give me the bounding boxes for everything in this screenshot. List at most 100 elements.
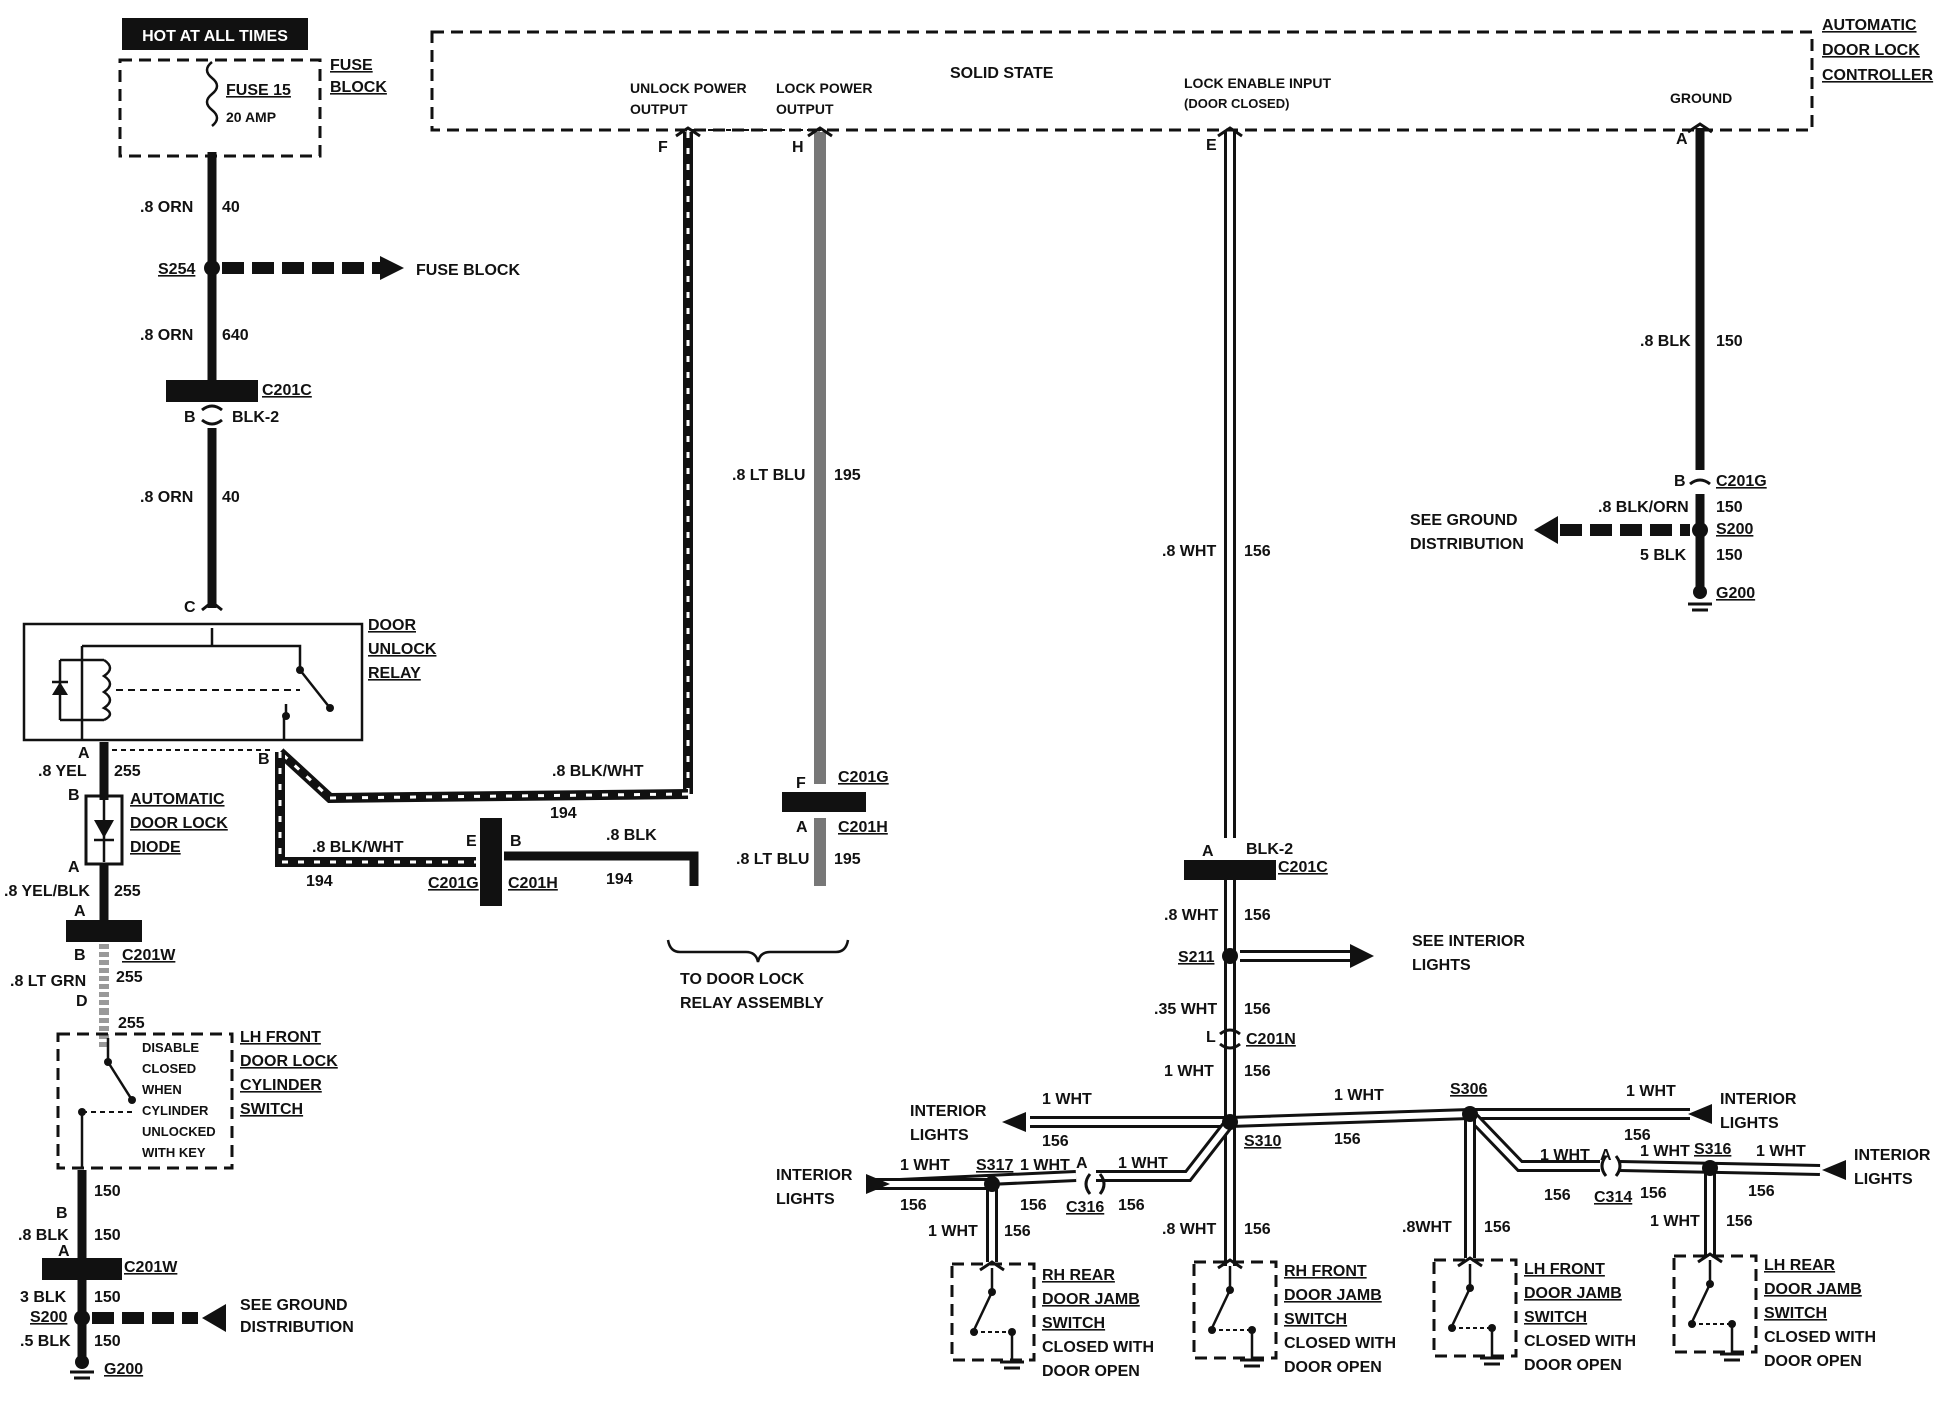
rh-rear-door-jamb-switch — [950, 1260, 1036, 1370]
branch-wire-label-f: 1 WHT — [900, 1157, 950, 1174]
lh-rear-label-4: CLOSED WITH — [1764, 1329, 1876, 1346]
rh-rear-label-3: SWITCH — [1042, 1315, 1105, 1332]
s310-label: S310 — [1244, 1133, 1281, 1150]
wire-stripe — [278, 750, 689, 800]
arrow-left-icon — [202, 1304, 226, 1332]
diode-label-2: DOOR LOCK — [130, 815, 228, 832]
pin-symbol — [1219, 1028, 1241, 1050]
door-wire-num-3: 156 — [1244, 1001, 1271, 1018]
c201c-right-blk2: BLK-2 — [1246, 841, 1293, 858]
door-wire-label-2: .8 WHT — [1164, 907, 1218, 924]
pin-symbol — [1687, 122, 1713, 134]
branch-wire-label-e: 1 WHT — [1020, 1157, 1070, 1174]
lh-rear-label-5: DOOR OPEN — [1764, 1353, 1862, 1370]
s254-label: S254 — [158, 261, 195, 278]
drop-wire-num-lh-rear: 156 — [1726, 1213, 1753, 1230]
branch-wire-label-b: 1 WHT — [1334, 1087, 1384, 1104]
c316-pin-a: A — [1076, 1155, 1088, 1172]
c201g-right-pin-b: B — [1674, 473, 1686, 490]
drop-wire-label-rh-front: .8 WHT — [1162, 1221, 1216, 1238]
lh-rear-door-jamb-switch — [1672, 1252, 1758, 1362]
wire-lt-blu-label-2: .8 LT BLU — [736, 851, 809, 868]
interior-lights-d-1: INTERIOR — [1854, 1147, 1931, 1164]
wire-lt-blu-num-1: 195 — [834, 467, 861, 484]
ground-wire-label-1: .8 BLK — [1640, 333, 1691, 350]
arrow-left-icon — [1002, 1112, 1026, 1132]
to-door-lock-relay-2: RELAY ASSEMBLY — [680, 995, 824, 1012]
arrow-right-icon — [866, 1174, 890, 1194]
lock-enable-label-2: (DOOR CLOSED) — [1184, 96, 1289, 111]
c201c-right-label: C201C — [1278, 859, 1328, 876]
interior-lights-b-2: LIGHTS — [1720, 1115, 1779, 1132]
c201h-lower-label: C201H — [838, 819, 888, 836]
wire-3blk-label: 3 BLK — [20, 1289, 67, 1306]
fuse-15-label: FUSE 15 — [226, 82, 291, 99]
lh-rear-label-1: LH REAR — [1764, 1257, 1836, 1274]
interior-lights-d-2: LIGHTS — [1854, 1171, 1913, 1188]
ground-pin-label: GROUND — [1670, 90, 1732, 106]
rh-front-label-2: DOOR JAMB — [1284, 1287, 1382, 1304]
see-ground-left-1: SEE GROUND — [240, 1297, 348, 1314]
arrow-left-icon — [1534, 516, 1558, 544]
wire-blk-wht-num-1: 194 — [550, 805, 577, 822]
drop-wire-num-rh-rear: 156 — [1004, 1223, 1031, 1240]
door-wire-num-1: 156 — [1244, 543, 1271, 560]
cylinder-switch-label-4: SWITCH — [240, 1101, 303, 1118]
interior-lights-c-2: LIGHTS — [776, 1191, 835, 1208]
fuse-block-label-1: FUSE — [330, 57, 373, 74]
pin-symbol — [201, 600, 223, 612]
lh-front-label-1: LH FRONT — [1524, 1261, 1605, 1278]
relay-coil-icon — [101, 658, 112, 722]
switch-contact-point — [128, 1096, 136, 1104]
ground-wire-label-3: 5 BLK — [1640, 547, 1687, 564]
branch-wire-num-f: 156 — [900, 1197, 927, 1214]
rh-rear-label-5: DOOR OPEN — [1042, 1363, 1140, 1380]
connector-c201g-c201h-mid — [480, 818, 502, 906]
lh-front-label-2: DOOR JAMB — [1524, 1285, 1622, 1302]
c201w-bottom-pin-a: A — [58, 1243, 70, 1260]
c201g-mid-label: C201G — [428, 875, 479, 892]
relay-label-3: RELAY — [368, 665, 421, 682]
cylinder-switch-label-1: LH FRONT — [240, 1029, 321, 1046]
c201w-top-label: C201W — [122, 947, 176, 964]
solid-state-label: SOLID STATE — [950, 65, 1054, 82]
relay-pin-a: A — [78, 745, 90, 762]
s200-right-label: S200 — [1716, 521, 1753, 538]
diode-pin-b: B — [68, 787, 80, 804]
wire-yel-blk-label: .8 YEL/BLK — [4, 883, 90, 900]
to-relay-brace — [666, 939, 850, 963]
wire-lt-blu-label-1: .8 LT BLU — [732, 467, 805, 484]
wire-yel-num: 255 — [114, 763, 141, 780]
door-wire-label-4: 1 WHT — [1164, 1063, 1214, 1080]
switch-note-2: CLOSED — [142, 1061, 196, 1076]
diode-pin-a: A — [68, 859, 80, 876]
switch-note-5: UNLOCKED — [142, 1124, 216, 1139]
arrow-left-icon — [1822, 1160, 1846, 1180]
lh-rear-label-2: DOOR JAMB — [1764, 1281, 1862, 1298]
pin-symbol — [1084, 1173, 1106, 1195]
c201w-top-pin-a: A — [74, 903, 86, 920]
cylinder-switch-label-3: CYLINDER — [240, 1077, 322, 1094]
c201n-pin-l: L — [1206, 1029, 1216, 1046]
branch-wire-num-g: 156 — [1544, 1187, 1571, 1204]
interior-lights-a-1: INTERIOR — [910, 1103, 987, 1120]
wire-orn-label-3: .8 ORN — [140, 489, 193, 506]
wire-5blk-label: .5 BLK — [20, 1333, 71, 1350]
pin-symbol — [201, 404, 223, 426]
relay-label-1: DOOR — [368, 617, 416, 634]
c316-label: C316 — [1066, 1199, 1104, 1216]
cylinder-switch-label-2: DOOR LOCK — [240, 1053, 338, 1070]
controller-name-1: AUTOMATIC — [1822, 17, 1917, 34]
relay-label-2: UNLOCK — [368, 641, 437, 658]
see-ground-right-2: DISTRIBUTION — [1410, 536, 1524, 553]
wire-blk-num: 194 — [606, 871, 633, 888]
wire-blk-num-1: 150 — [94, 1183, 121, 1200]
relay-pin-c: C — [184, 599, 196, 616]
splice-s317 — [984, 1176, 1000, 1192]
rh-rear-label-2: DOOR JAMB — [1042, 1291, 1140, 1308]
g200-right-label: G200 — [1716, 585, 1755, 602]
g200-left-label: G200 — [104, 1361, 143, 1378]
branch-wire-num-c: 156 — [1624, 1127, 1651, 1144]
wire-lt-grn-num: 255 — [116, 969, 143, 986]
c201g-lower-label: C201G — [838, 769, 889, 786]
